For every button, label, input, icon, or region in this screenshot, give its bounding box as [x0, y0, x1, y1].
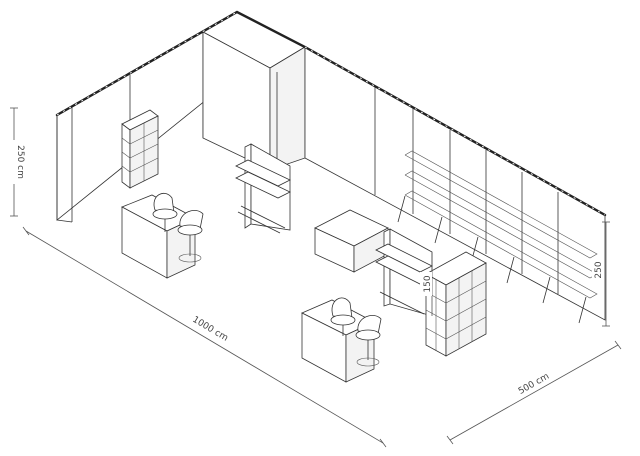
- dimension-back-wall-height: 250: [592, 221, 610, 327]
- cube-shelf-large: [425, 251, 487, 357]
- cube-shelf-left: [121, 109, 159, 189]
- chair-left-1: [152, 193, 178, 232]
- wall-top-edge: [55, 10, 607, 217]
- length-dimension-label: 1000 cm: [190, 315, 229, 344]
- shelf-height-label: 150: [423, 275, 433, 292]
- dimension-depth: 500 cm: [446, 340, 622, 445]
- chair-right-1: [330, 297, 356, 336]
- display-stand-center: [235, 143, 291, 234]
- chair-left-2: [177, 210, 204, 263]
- dimension-height: 250 cm: [6, 107, 25, 217]
- height-dimension-label: 250 cm: [15, 145, 25, 179]
- depth-dimension-label: 500 cm: [517, 372, 551, 397]
- dimension-shelf-height: 150: [420, 252, 433, 316]
- chair-right-2: [355, 315, 382, 367]
- back-wall-height-label: 250: [594, 261, 604, 278]
